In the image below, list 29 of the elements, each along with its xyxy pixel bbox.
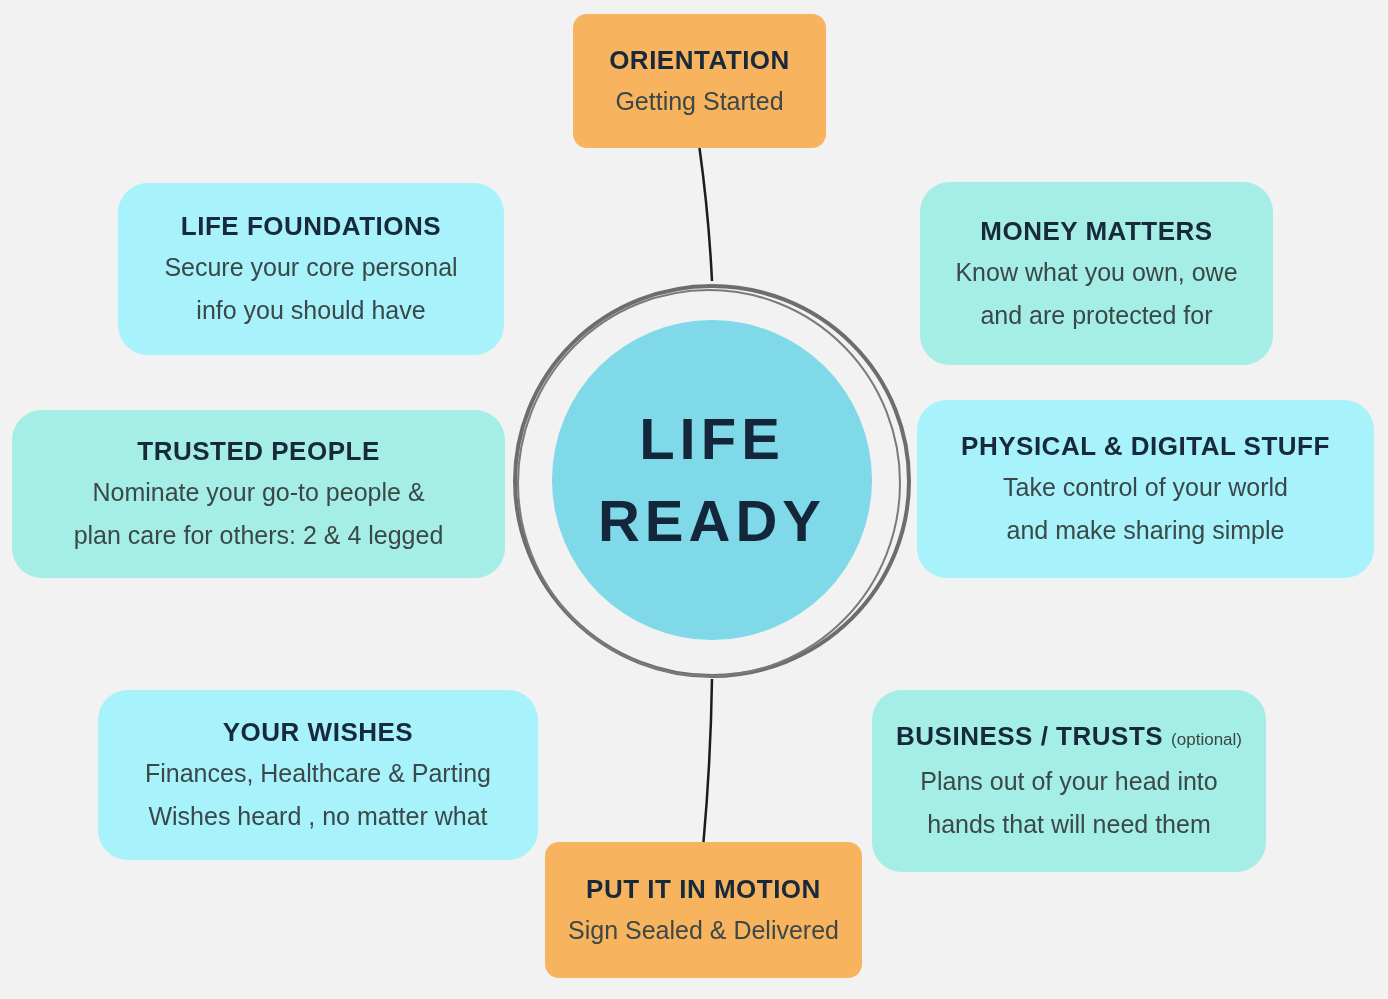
card-description: Secure your core personal info you should have — [163, 252, 459, 326]
connector-line — [698, 147, 714, 282]
card-heading: YOUR WISHES — [222, 716, 414, 749]
card-description: Finances, Healthcare & Parting Wishes heard , no matter what — [144, 758, 492, 832]
optional-note: (optional) — [1171, 729, 1242, 751]
card-description: Nominate your go-to people & plan care for others: 2 & 4 legged — [72, 477, 445, 551]
card-heading: BUSINESS / TRUSTS — [896, 720, 1164, 753]
ring-outline — [512, 281, 912, 679]
card-heading: TRUSTED PEOPLE — [137, 435, 380, 468]
card-description: Getting Started — [615, 85, 784, 117]
topic-card — [920, 182, 1273, 365]
card-description: Sign Sealed & Delivered — [568, 914, 839, 946]
topic-card — [98, 690, 538, 860]
topic-card — [872, 690, 1266, 872]
phase-card — [573, 14, 826, 148]
card-description: Know what you own, owe and are protected for — [954, 256, 1239, 331]
phase-card — [545, 842, 862, 978]
card-heading: LIFE FOUNDATIONS — [180, 210, 442, 243]
card-description: Take control of your world and make sharing simple — [1002, 472, 1289, 546]
hub-title: LIFE READY — [597, 405, 827, 555]
connector-line — [702, 678, 714, 843]
card-heading: MONEY MATTERS — [980, 214, 1213, 248]
card-heading: PHYSICAL & DIGITAL STUFF — [961, 430, 1330, 463]
topic-card — [917, 400, 1374, 578]
topic-card — [118, 183, 504, 355]
card-heading: PUT IT IN MOTION — [586, 872, 821, 906]
card-heading: ORIENTATION — [609, 43, 790, 77]
card-description: Plans out of your head into hands that will need them — [919, 766, 1219, 840]
topic-card — [12, 410, 505, 578]
